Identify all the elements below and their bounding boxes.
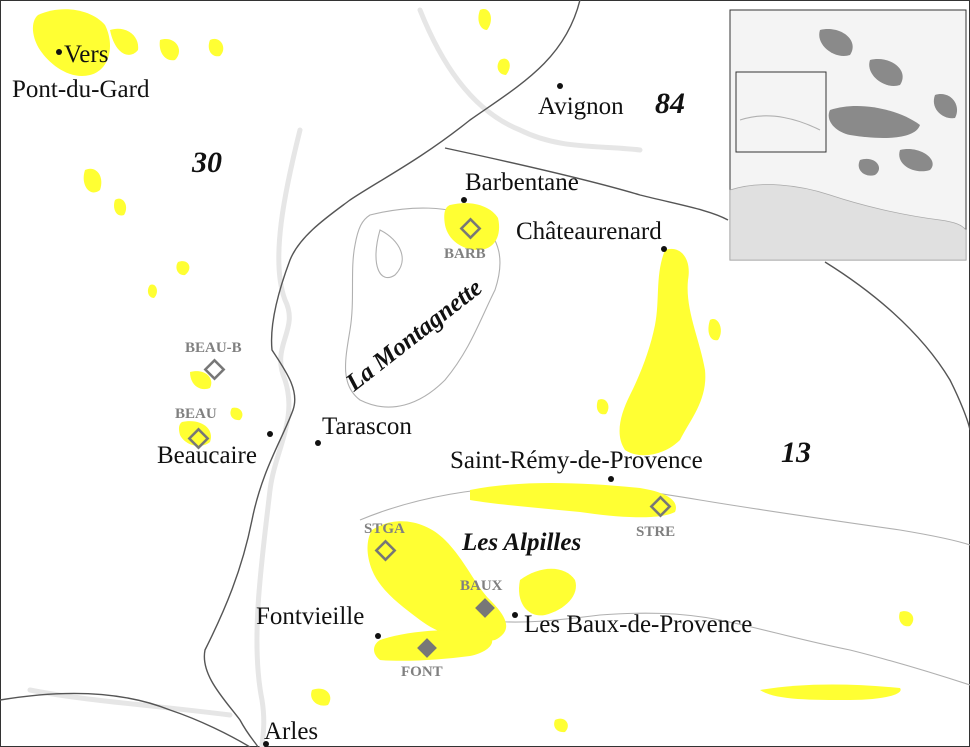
site-label-stga: STGA [364,521,405,537]
inset-extent-box [735,71,827,153]
inset-map [729,9,967,261]
site-baux: BAUX [460,578,503,618]
town-label-chateaurenard: Châteaurenard [516,218,662,245]
site-stga: STGA [364,521,405,562]
site-label-font: FONT [401,664,443,680]
town-label-saint-remy: Saint-Rémy-de-Provence [450,447,703,474]
site-label-stre: STRE [636,524,675,540]
town-label-tarascon: Tarascon [322,413,412,440]
town-label-vers: Vers [64,41,108,68]
site-beau-b: BEAU-B [185,340,242,381]
department-label-13: 13 [781,436,811,469]
town-label-avignon: Avignon [538,93,624,120]
site-barb: BARB [444,217,486,262]
site-label-baux: BAUX [460,578,503,594]
towns: Vers Pont-du-Gard Avignon Barbentane Châ… [12,41,752,747]
town-label-fontvieille: Fontvieille [256,603,364,630]
site-label-beau-b: BEAU-B [185,340,242,356]
town-label-barbentane: Barbentane [465,169,579,196]
town-label-beaucaire: Beaucaire [157,442,257,469]
region-label-alpilles: Les Alpilles [461,529,581,556]
site-stre: STRE [636,495,675,540]
site-label-beau: BEAU [175,406,217,422]
site-font: FONT [401,638,443,680]
department-label-84: 84 [655,87,685,120]
outcrop-areas [32,9,914,733]
department-label-30: 30 [191,146,222,179]
departments: 30 84 13 [191,87,811,469]
site-beau: BEAU [175,406,217,450]
sites: BARB BEAU-B BEAU STGA STRE BAUX FONT [175,217,675,680]
town-label-les-baux: Les Baux-de-Provence [524,611,752,638]
town-label-pont-du-gard: Pont-du-Gard [12,76,150,103]
site-label-barb: BARB [444,246,486,262]
town-label-arles: Arles [264,718,318,745]
